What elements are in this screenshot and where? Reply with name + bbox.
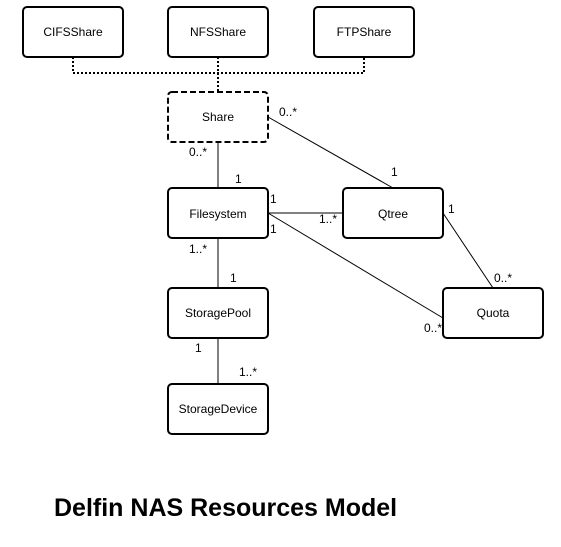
node-share-label: Share	[202, 110, 234, 124]
mult-qtree-quota-qtree-end: 1	[448, 202, 455, 216]
node-ftp-share-label: FTPShare	[337, 25, 392, 39]
node-storagepool-label: StoragePool	[185, 306, 251, 320]
mult-pool-device-pool-end: 1	[195, 341, 202, 355]
node-storagepool: StoragePool	[167, 287, 269, 339]
mult-fs-qtree-qtree-end: 1..*	[319, 212, 337, 226]
mult-fs-quota-fs-end: 1	[270, 222, 277, 236]
edge-qtree-quota	[442, 212, 494, 289]
mult-fs-quota-quota-end: 0..*	[424, 321, 442, 335]
mult-share-fs-fs-end: 1	[235, 172, 242, 186]
mult-fs-qtree-fs-end: 1	[270, 192, 277, 206]
inheritance-connector	[72, 57, 365, 92]
node-storagedevice-label: StorageDevice	[179, 402, 258, 416]
mult-share-qtree-share-end: 0..*	[279, 105, 297, 119]
edge-share-qtree	[267, 116, 394, 189]
node-filesystem: Filesystem	[167, 187, 269, 239]
edge-filesystem-quota	[267, 212, 444, 319]
diagram-title: Delfin NAS Resources Model	[54, 494, 398, 522]
node-cifs-share-label: CIFSShare	[43, 25, 103, 39]
node-storagedevice: StorageDevice	[167, 383, 269, 435]
node-share: Share	[167, 91, 269, 143]
mult-qtree-quota-quota-end: 0..*	[494, 271, 512, 285]
node-cifs-share: CIFSShare	[22, 6, 124, 58]
node-qtree: Qtree	[342, 187, 444, 239]
mult-fs-pool-fs-end: 1..*	[189, 242, 207, 256]
mult-share-qtree-qtree-end: 1	[391, 165, 398, 179]
node-filesystem-label: Filesystem	[189, 207, 246, 221]
node-ftp-share: FTPShare	[313, 6, 415, 58]
node-quota: Quota	[442, 287, 544, 339]
mult-pool-device-device-end: 1..*	[239, 365, 257, 379]
node-nfs-share-label: NFSShare	[190, 25, 246, 39]
mult-fs-pool-pool-end: 1	[230, 271, 237, 285]
mult-share-fs-share-end: 0..*	[189, 145, 207, 159]
node-qtree-label: Qtree	[378, 207, 408, 221]
node-nfs-share: NFSShare	[167, 6, 269, 58]
node-quota-label: Quota	[477, 306, 510, 320]
